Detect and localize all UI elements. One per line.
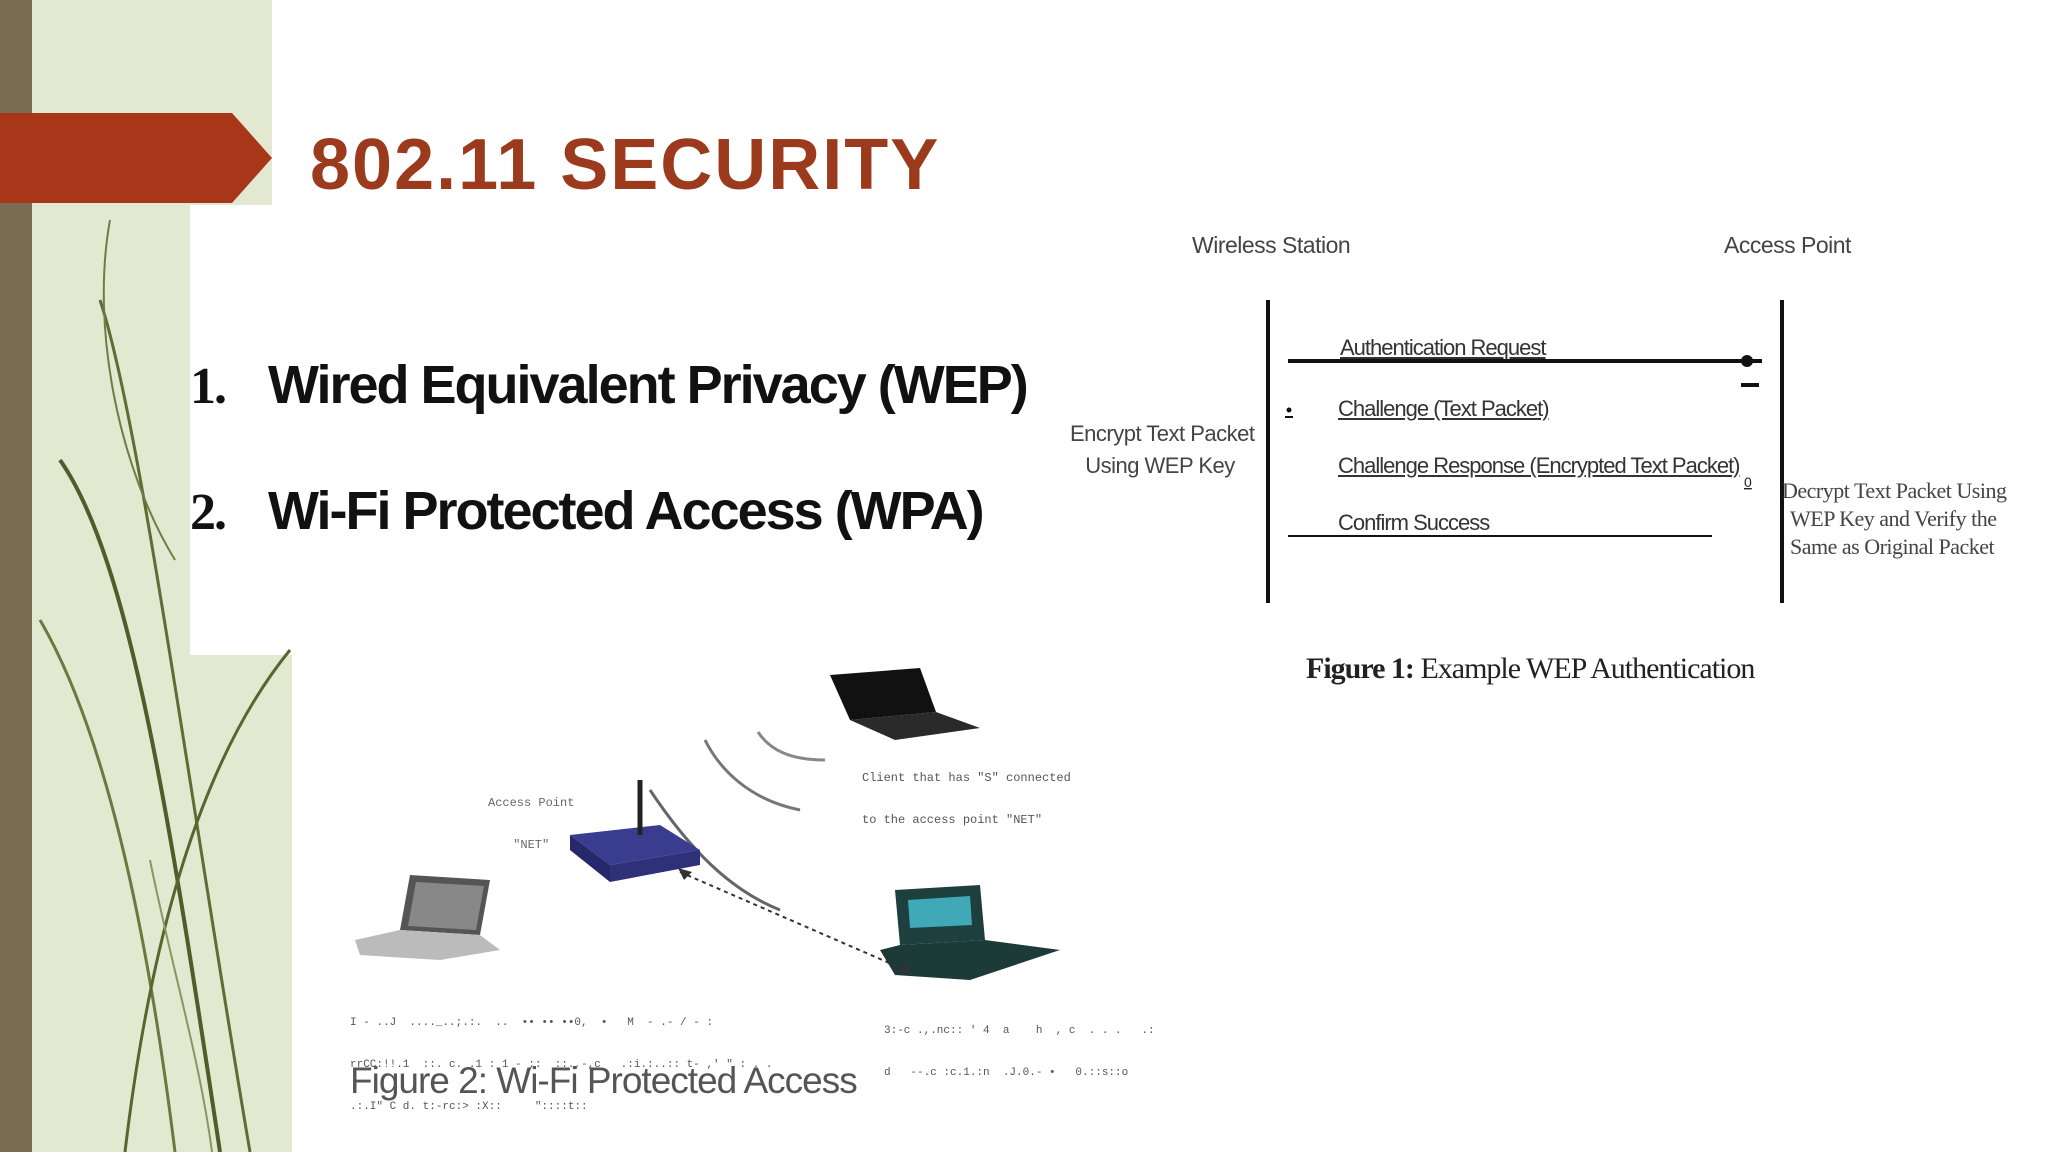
list-item-wpa: 2. Wi-Fi Protected Access (WPA) bbox=[190, 480, 985, 542]
wireless-station-header: Wireless Station bbox=[1192, 232, 1351, 258]
slide-title: 802.11 SECURITY bbox=[310, 125, 941, 205]
client-label: Client that has "S" connected to the acc… bbox=[862, 771, 1071, 827]
svg-text:0: 0 bbox=[1744, 474, 1752, 490]
title-arrow-shape bbox=[0, 113, 272, 203]
message-challenge: Challenge (Text Packet) bbox=[1338, 396, 1550, 421]
laptop-right-icon bbox=[880, 885, 1060, 980]
message-auth-request: Authentication Request bbox=[1340, 335, 1546, 360]
left-device-text: I - ..J ...._..;.:. .. •• •• ••0, • M - … bbox=[350, 1017, 773, 1113]
figure2-caption: Figure 2: Wi-Fi Protected Access bbox=[350, 1060, 858, 1101]
list-number: 1. bbox=[190, 358, 227, 415]
list-text: Wired Equivalent Privacy (WEP) bbox=[268, 355, 1029, 415]
sequence-diagram-lines: 0 bbox=[1266, 300, 1784, 603]
wireless-network-illustration bbox=[355, 668, 1060, 980]
right-device-text: 3:-c .,.nc:: ' 4 a h , c . . . .: d --.c… bbox=[884, 1025, 1155, 1079]
message-confirm-success: Confirm Success bbox=[1338, 510, 1490, 535]
decrypt-note: Decrypt Text Packet Using WEP Key and Ve… bbox=[1782, 478, 2007, 559]
figure1-caption: Figure 1: Example WEP Authentication bbox=[1306, 652, 1755, 685]
router-icon bbox=[570, 780, 700, 882]
message-challenge-response: Challenge Response (Encrypted Text Packe… bbox=[1338, 453, 1741, 478]
list-text: Wi-Fi Protected Access (WPA) bbox=[268, 481, 985, 541]
list-item-wep: 1. Wired Equivalent Privacy (WEP) bbox=[190, 354, 1029, 416]
encrypt-note: Encrypt Text Packet Using WEP Key bbox=[1070, 421, 1255, 478]
laptop-top-icon bbox=[830, 668, 980, 740]
laptop-left-icon bbox=[355, 875, 500, 960]
access-point-label: Access Point "NET" bbox=[488, 796, 575, 852]
list-number: 2. bbox=[190, 484, 227, 541]
access-point-header: Access Point bbox=[1724, 232, 1851, 258]
